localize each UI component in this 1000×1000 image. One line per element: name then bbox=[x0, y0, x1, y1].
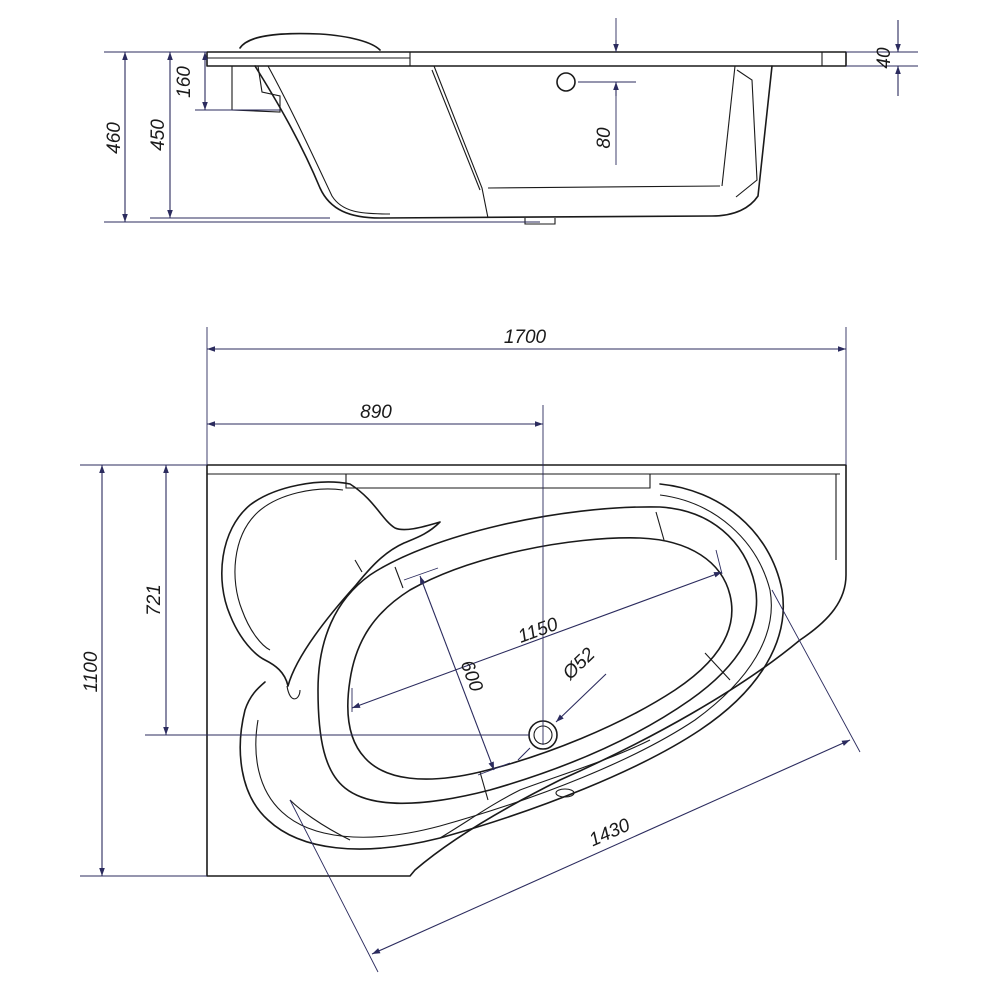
dim-line-1430 bbox=[371, 739, 851, 955]
side-headrest bbox=[239, 32, 381, 51]
side-overflow-hole bbox=[556, 72, 576, 92]
dim-line-52 bbox=[555, 673, 607, 723]
label-80: 80 bbox=[594, 127, 615, 149]
dim-line-600 bbox=[419, 575, 495, 771]
dim-line-1150 bbox=[351, 571, 723, 709]
side-view: 460 450 160 80 40 bbox=[104, 18, 918, 225]
top-basin-outer bbox=[317, 506, 758, 805]
label-1700: 1700 bbox=[504, 327, 547, 348]
label-1100: 1100 bbox=[81, 651, 102, 692]
top-view: 1700 890 1100 721 1150 600 Ø52 1430 bbox=[80, 327, 861, 973]
top-headrest bbox=[221, 481, 441, 687]
label-450: 450 bbox=[148, 119, 169, 151]
side-headrest-support bbox=[231, 65, 281, 113]
label-160: 160 bbox=[174, 66, 195, 98]
side-tub-body bbox=[254, 65, 773, 219]
label-52: Ø52 bbox=[558, 644, 599, 685]
label-600: 600 bbox=[456, 657, 487, 695]
label-721: 721 bbox=[144, 584, 165, 616]
label-1430: 1430 bbox=[586, 815, 634, 852]
side-rim bbox=[206, 51, 847, 67]
label-460: 460 bbox=[104, 122, 125, 154]
label-1150: 1150 bbox=[515, 614, 561, 648]
label-890: 890 bbox=[360, 402, 392, 423]
label-40: 40 bbox=[874, 47, 895, 69]
